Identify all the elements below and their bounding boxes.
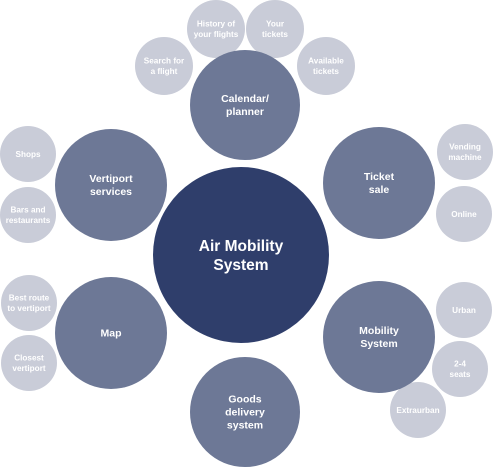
sub-node-urban <box>436 282 492 338</box>
main-node-goods-delivery <box>190 357 300 467</box>
sub-node-closest-vertiport <box>1 335 57 391</box>
sub-node-your-tickets <box>246 0 304 58</box>
main-node-mobility-system <box>323 281 435 393</box>
main-node-label-map: Map <box>101 328 122 340</box>
main-node-ticket-sale <box>323 127 435 239</box>
sub-node-search-flight <box>135 37 193 95</box>
sub-node-online <box>436 186 492 242</box>
sub-node-label-extraurban: Extraurban <box>396 406 439 415</box>
sub-node-vending-machine <box>437 124 493 180</box>
sub-node-extraurban <box>390 382 446 438</box>
sub-node-best-route <box>1 275 57 331</box>
sub-node-history <box>187 0 245 58</box>
sub-node-label-shops: Shops <box>15 150 40 159</box>
sub-node-label-online: Online <box>451 210 477 219</box>
main-node-map <box>55 277 167 389</box>
center-node <box>153 167 329 343</box>
sub-node-seats <box>432 341 488 397</box>
main-node-vertiport-services <box>55 129 167 241</box>
sub-node-label-urban: Urban <box>452 306 476 315</box>
sub-node-shops <box>0 126 56 182</box>
main-node-calendar <box>190 50 300 160</box>
sub-node-bars <box>0 187 56 243</box>
sub-node-available-tickets <box>297 37 355 95</box>
main-node-label-calendar: Calendar/planner <box>221 93 269 118</box>
